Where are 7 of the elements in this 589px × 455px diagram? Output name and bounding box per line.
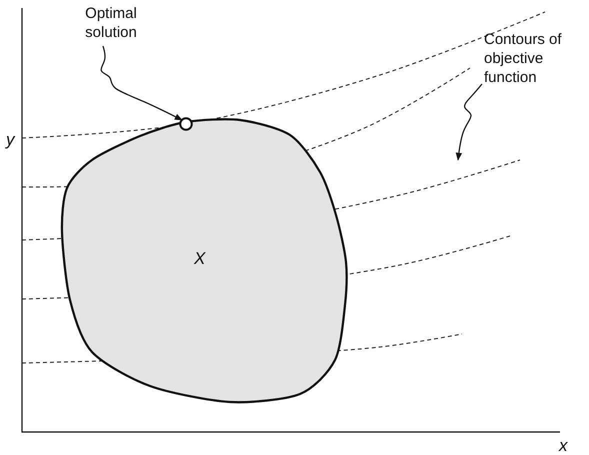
axis-label: x <box>559 436 568 455</box>
leader-arrow <box>456 84 482 161</box>
axis-label: y <box>6 130 14 149</box>
region-label: X <box>194 249 206 268</box>
leader-arrow <box>100 46 183 121</box>
annotation-text: Optimal solution <box>84 4 138 42</box>
annotation-text: Contours of objective function <box>484 30 563 87</box>
